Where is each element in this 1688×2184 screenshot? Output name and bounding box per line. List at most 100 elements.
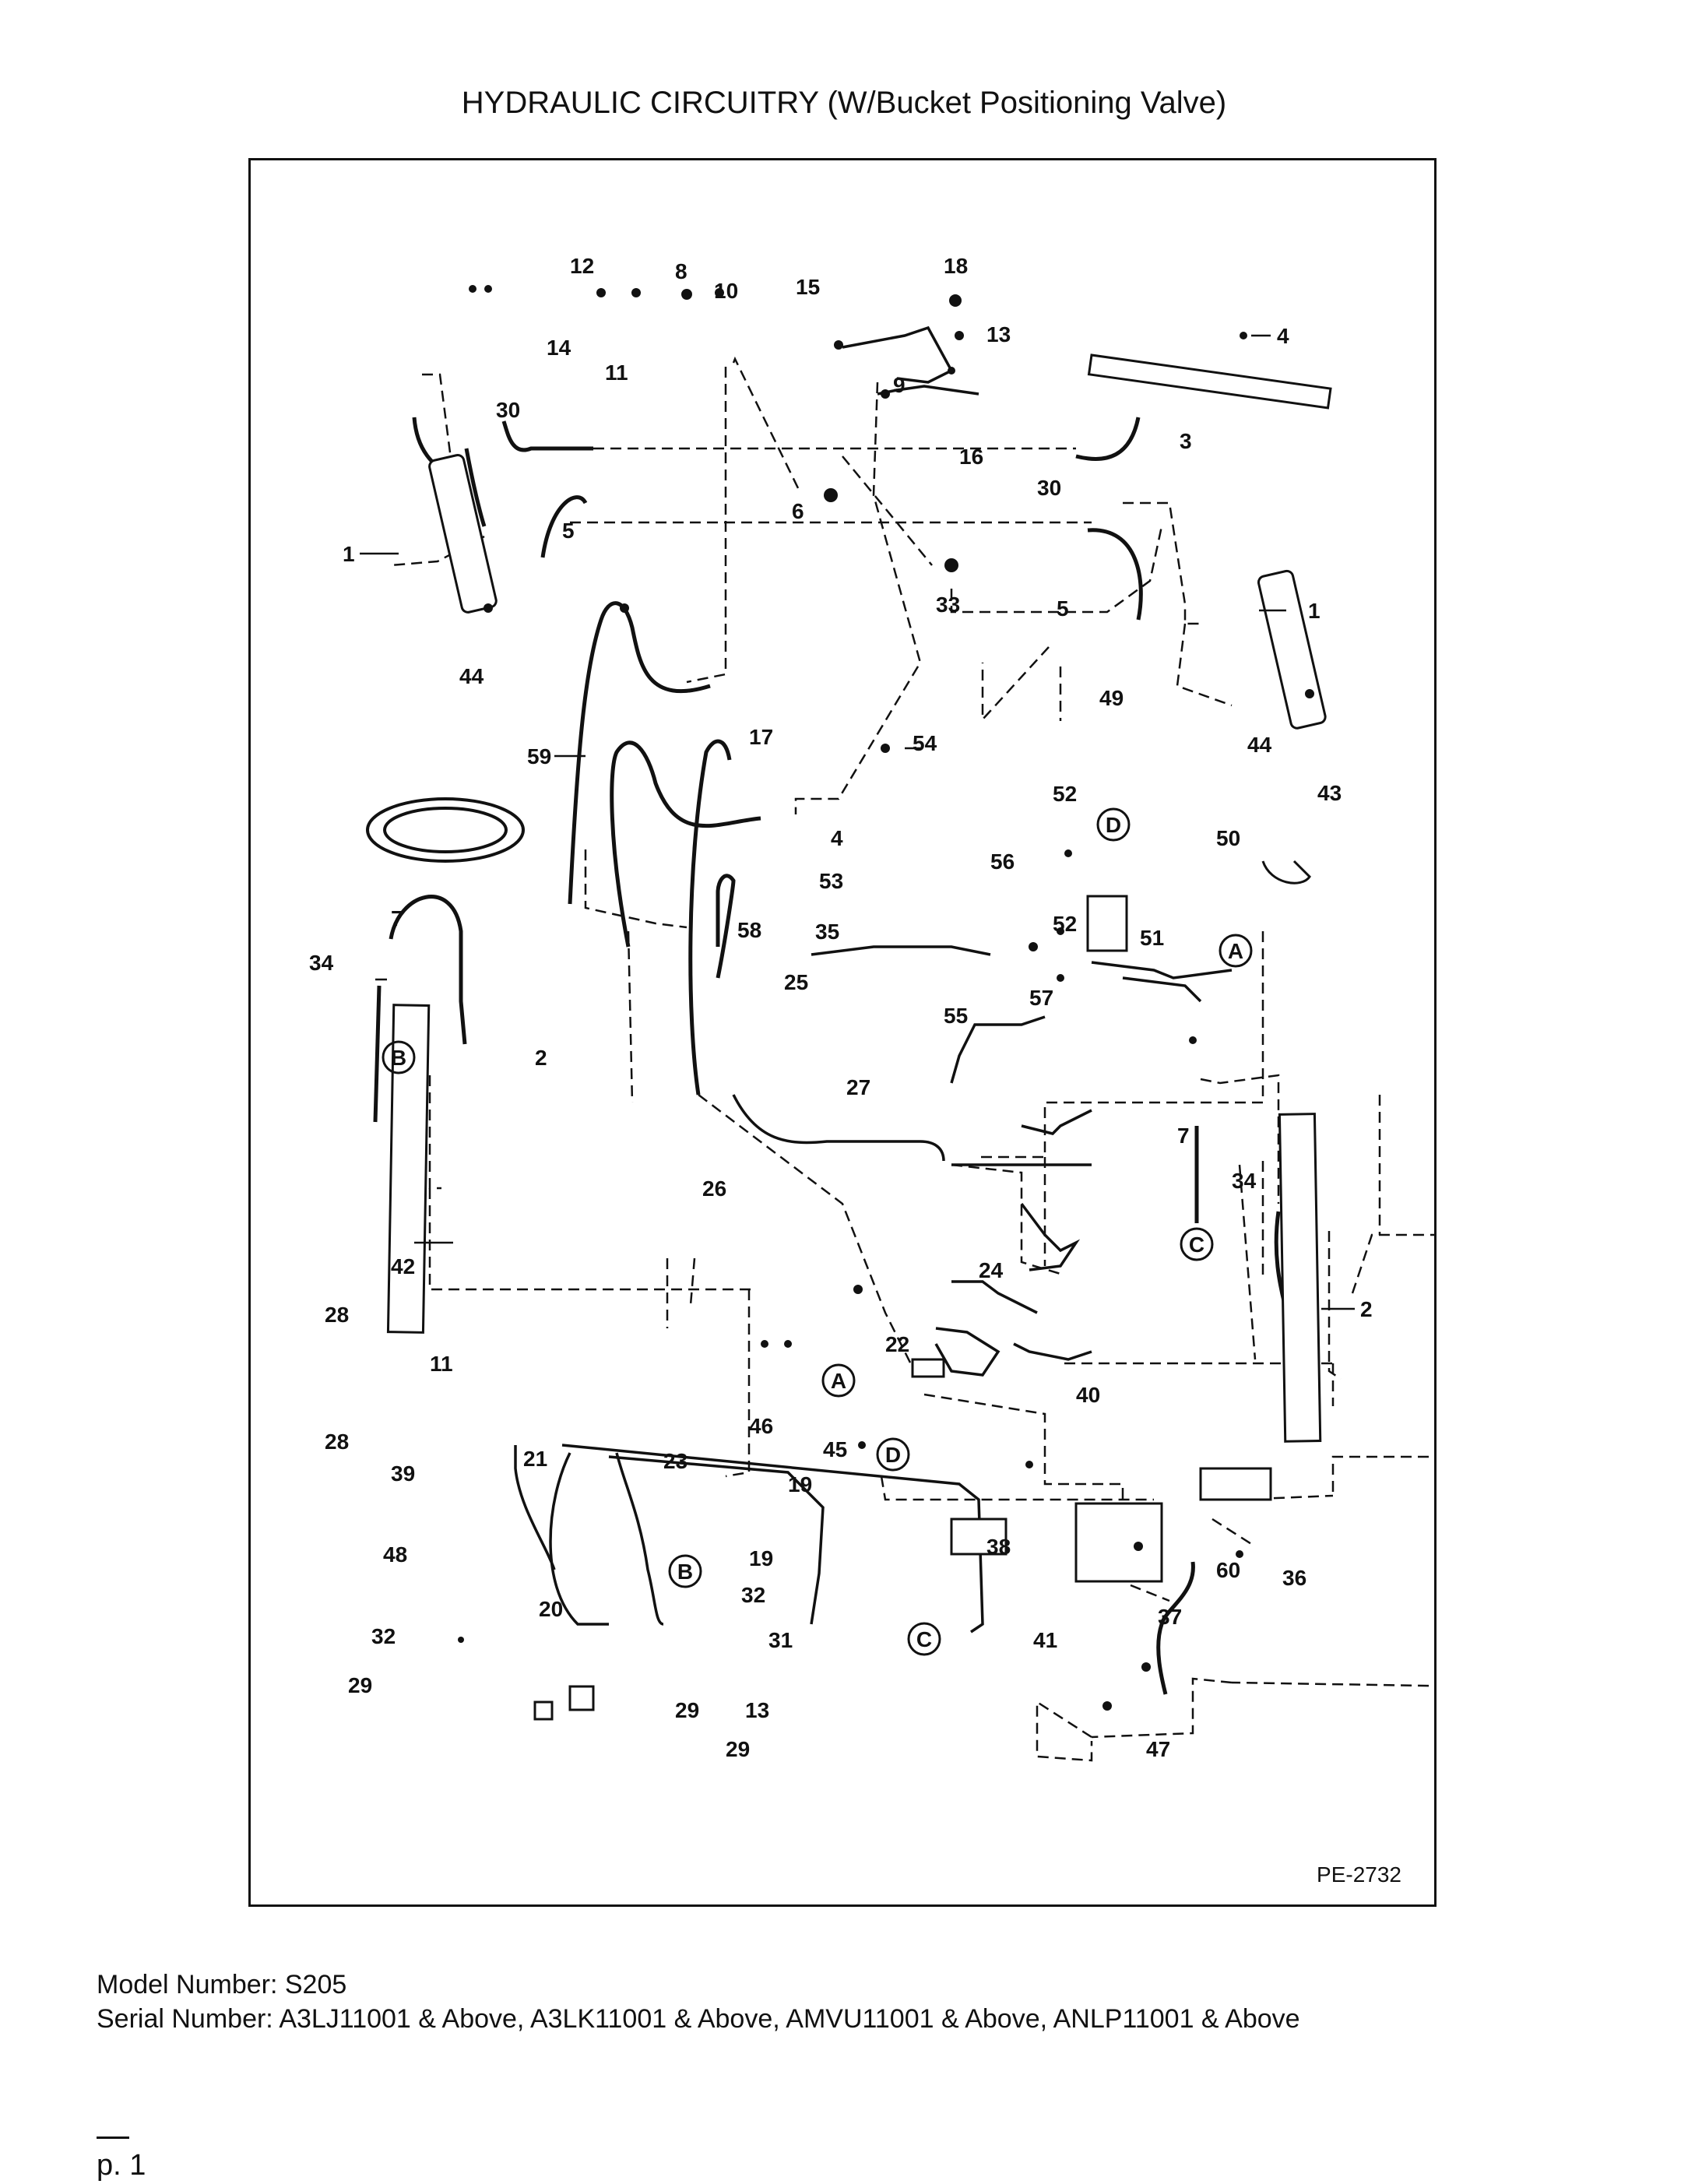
page-divider [97,2137,129,2139]
callout-19b: 19 [749,1546,773,1570]
callout-14: 14 [547,336,571,360]
callout-46: 46 [749,1414,773,1438]
callout-15: 15 [796,275,820,299]
callout-5b: 5 [1057,596,1069,621]
callout-1b: 1 [1308,599,1321,623]
callout-9: 9 [893,373,906,397]
callout-32: 32 [741,1583,765,1607]
callout-33: 33 [936,593,960,617]
hydraulic-hose-coil [366,797,525,863]
callout-25: 25 [784,970,808,994]
hoses [373,417,1289,1695]
callout-40: 40 [1076,1383,1100,1407]
callout-45: 45 [823,1437,847,1461]
callout-18: 18 [944,254,968,278]
callout-55: 55 [944,1004,968,1028]
page-title: HYDRAULIC CIRCUITRY (W/Bucket Positionin… [461,86,1227,120]
callout-53: 53 [819,869,843,893]
callout-26: 26 [702,1176,726,1201]
callout-24: 24 [979,1258,1004,1282]
callout-34: 34 [309,951,334,975]
svg-text:A: A [831,1369,846,1393]
tubes [514,325,1233,1634]
callout-22: 22 [885,1332,909,1356]
svg-text:C: C [916,1627,932,1651]
callout-37: 37 [1158,1605,1182,1629]
svg-text:A: A [1228,939,1243,963]
callout-30b: 30 [1037,476,1061,500]
callout-52b: 52 [1053,912,1077,936]
callout-27: 27 [846,1075,870,1099]
callout-16: 16 [959,445,983,469]
svg-text:C: C [1189,1233,1204,1257]
callout-28b: 28 [325,1430,349,1454]
callout-29b: 29 [675,1698,699,1722]
callout-43: 43 [1317,781,1342,805]
callout-23: 23 [663,1449,688,1473]
callout-44: 44 [459,664,484,688]
callout-4: 4 [1277,324,1289,348]
drawing-reference: PE-2732 [1317,1862,1401,1887]
callout-17: 17 [749,725,773,749]
components [386,353,1332,1721]
callout-30: 30 [496,398,520,422]
svg-text:B: B [391,1046,406,1070]
callout-47: 47 [1146,1737,1170,1761]
callout-32b: 32 [371,1624,396,1648]
callout-19: 19 [788,1472,812,1496]
model-number: Model Number: S205 [97,1970,347,1999]
callout-34b: 34 [1232,1169,1257,1193]
callout-56: 56 [990,849,1015,874]
callout-21: 21 [523,1447,547,1471]
callout-49: 49 [1099,686,1124,710]
callout-50: 50 [1216,826,1240,850]
callout-1: 1 [343,542,355,566]
callout-51: 51 [1140,926,1164,950]
callout-10: 10 [714,279,738,303]
callout-58: 58 [737,918,761,942]
serial-number: Serial Number: A3LJ11001 & Above, A3LK11… [97,2004,1300,2034]
svg-text:D: D [1106,813,1121,837]
leader-lines [360,334,1355,1310]
callout-29: 29 [348,1673,372,1697]
fittings [458,285,1314,1711]
callout-31: 31 [768,1628,793,1652]
callout-35: 35 [815,920,839,944]
callout-12: 12 [570,254,594,278]
callout-11: 11 [605,360,628,385]
callout-2b: 2 [1360,1297,1373,1321]
callout-42: 42 [391,1254,415,1278]
callout-6: 6 [792,499,804,523]
callout-2: 2 [535,1046,547,1070]
callout-3: 3 [1180,429,1192,453]
callout-13b: 13 [745,1698,769,1722]
callout-54: 54 [913,731,937,755]
page-number: p. 1 [97,2149,146,2182]
callout-7b: 7 [1177,1124,1190,1148]
callout-circle-letters: D A B C A D B C [391,813,1243,1651]
callout-59: 59 [527,744,551,768]
callout-8: 8 [675,259,688,283]
callout-52: 52 [1053,782,1077,806]
clamp-43 [1261,860,1311,885]
callout-7: 7 [391,906,403,930]
svg-text:D: D [885,1443,901,1467]
dashed-connection-lines [390,356,1434,1762]
callout-29c: 29 [726,1737,750,1761]
callout-13: 13 [986,322,1011,346]
callout-57: 57 [1029,986,1053,1010]
callout-20: 20 [539,1597,563,1621]
callout-38: 38 [986,1535,1011,1559]
diagram-frame: D A B C A D B C 12 8 10 15 18 13 4 [248,158,1437,1907]
callout-circles [382,807,1253,1656]
callout-36: 36 [1282,1566,1306,1590]
callout-4b: 4 [831,826,843,850]
part-callout-labels: 12 8 10 15 18 13 4 14 11 9 3 16 30 6 30 … [309,254,1373,1761]
callout-11b: 11 [430,1352,453,1376]
svg-text:B: B [677,1560,693,1584]
callout-48: 48 [383,1542,407,1567]
hydraulic-diagram: D A B C A D B C 12 8 10 15 18 13 4 [309,254,1434,1762]
callout-60: 60 [1216,1558,1240,1582]
callout-5: 5 [562,519,575,543]
callout-41: 41 [1033,1628,1057,1652]
